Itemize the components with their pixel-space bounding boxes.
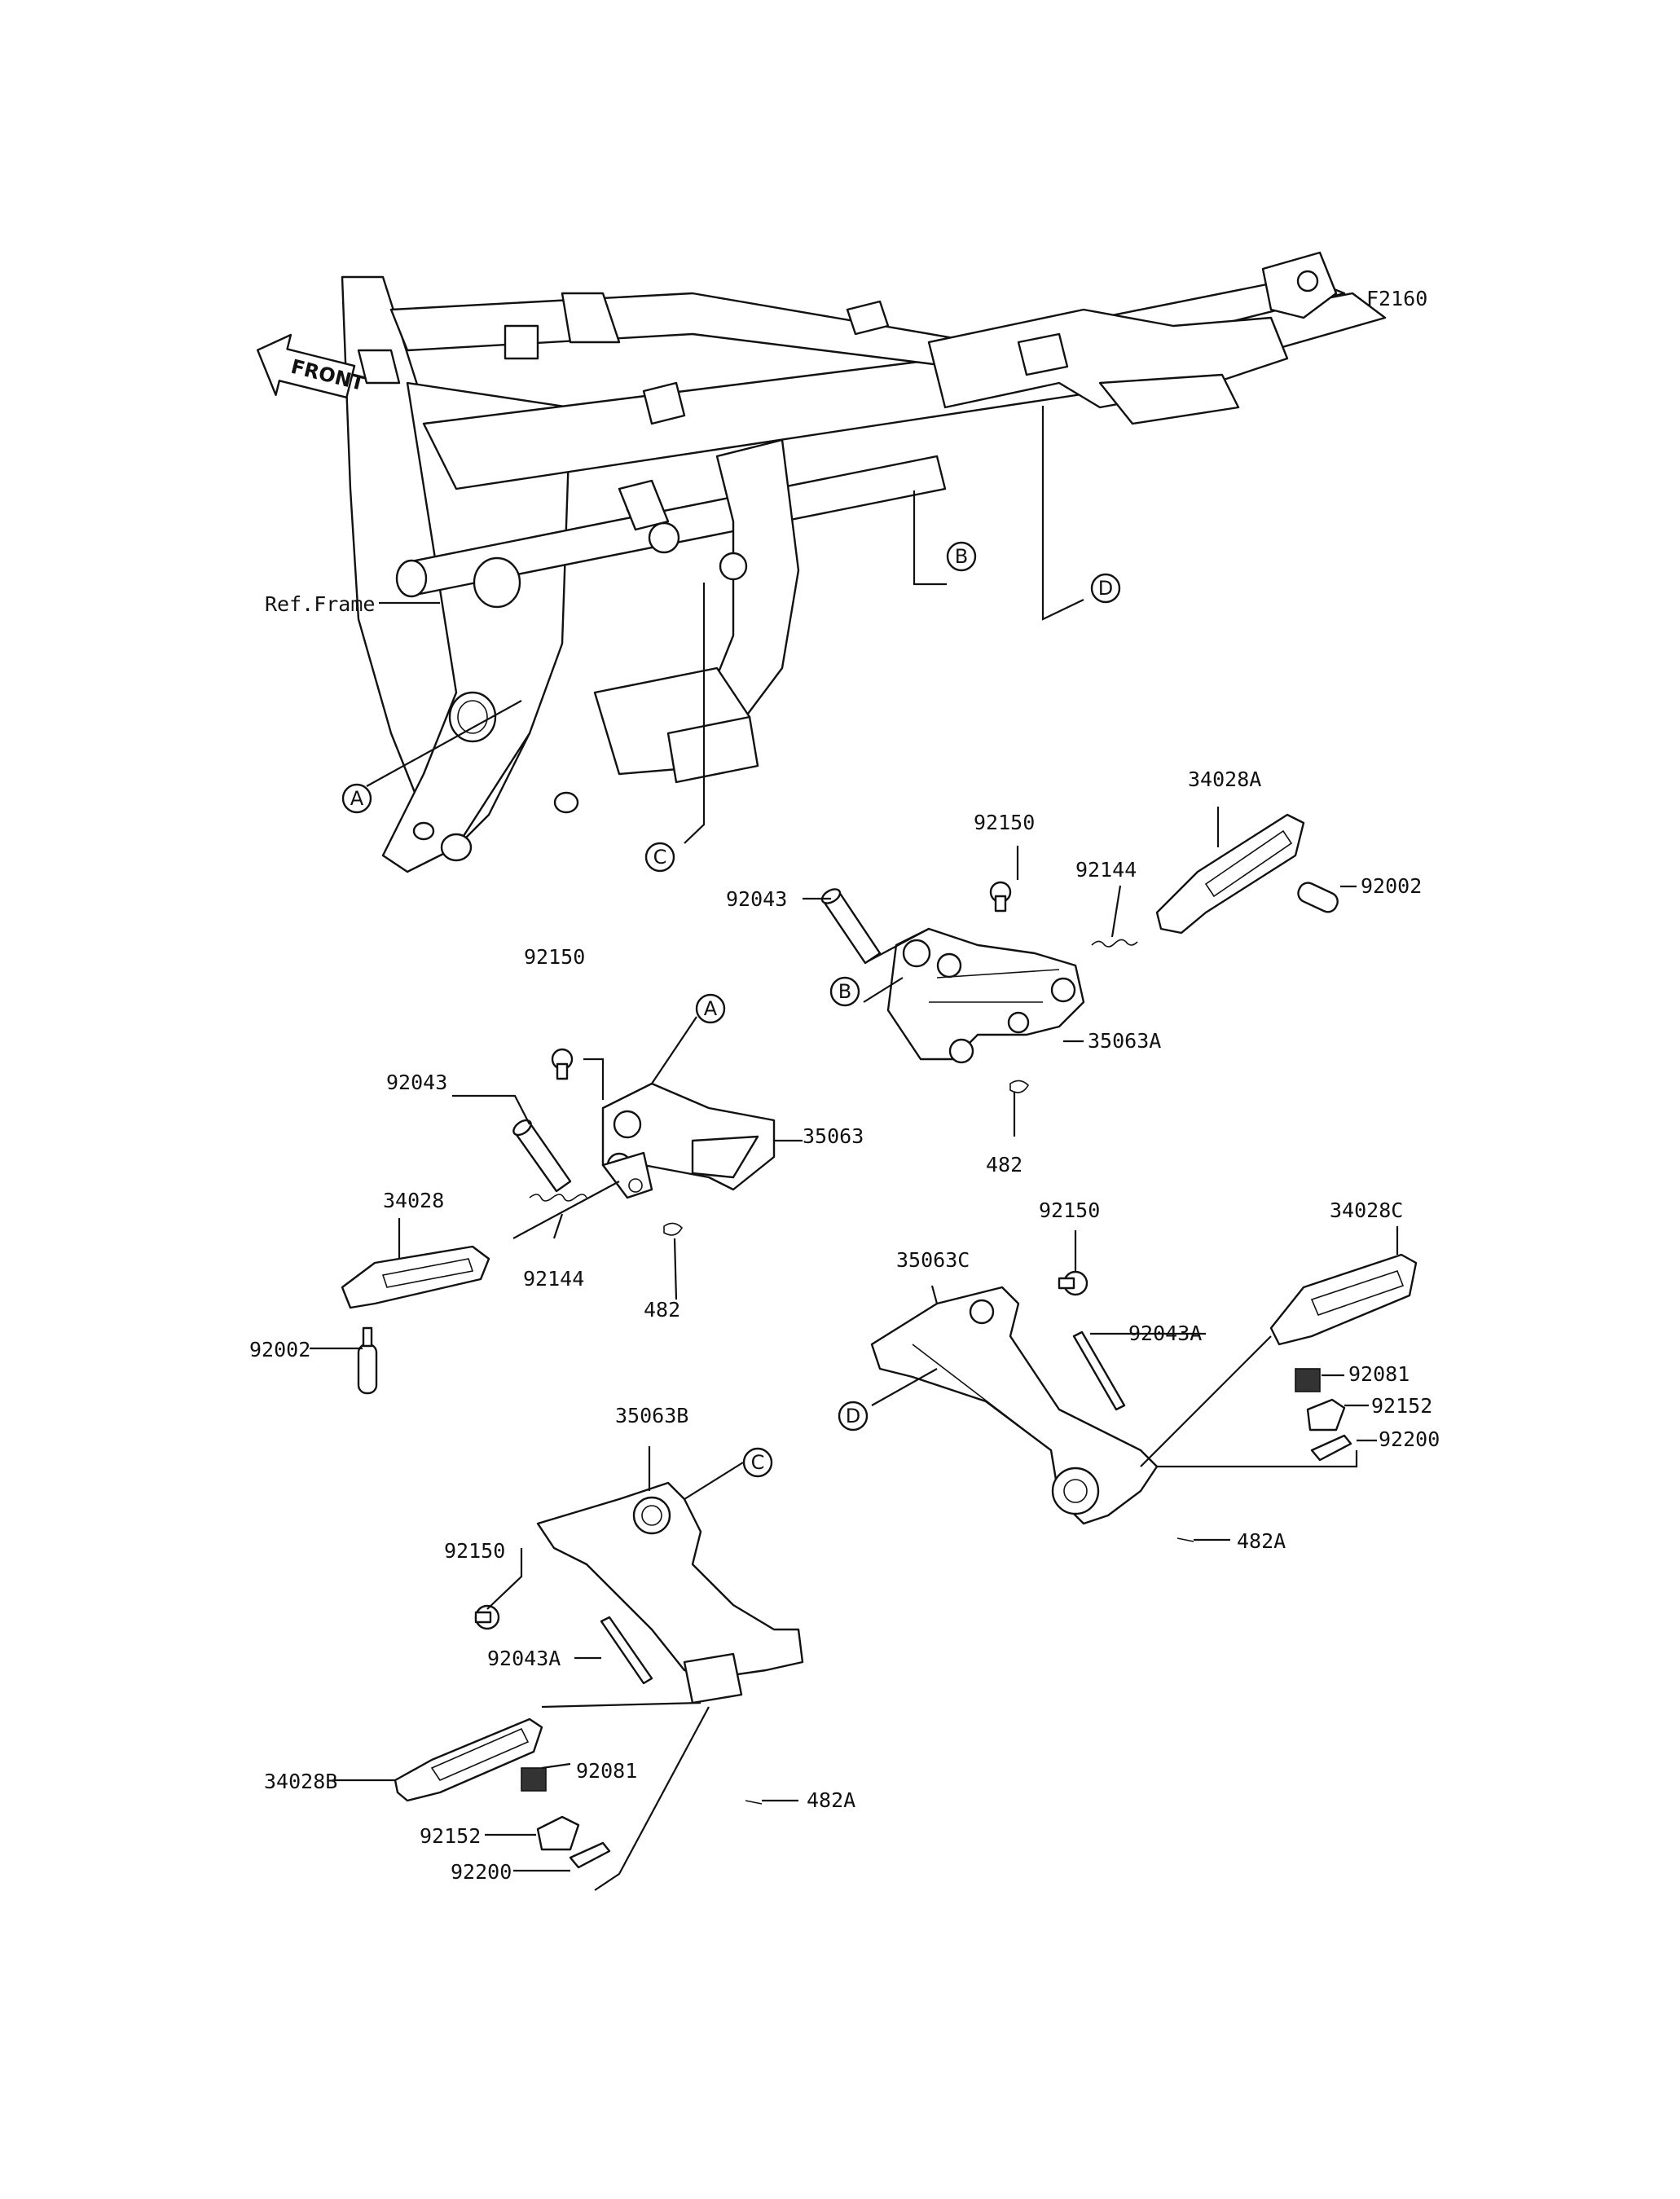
label-rider-left-pin: 92043 <box>386 1071 447 1094</box>
label-passenger-right-pin: 92043A <box>1128 1322 1202 1345</box>
rider-left-footpeg-assembly <box>310 1048 803 1395</box>
svg-text:A: A <box>704 997 718 1020</box>
figure-code: F2160 <box>1366 287 1427 310</box>
callout-d-frame-leader <box>1041 406 1084 621</box>
label-rider-left-spring: 92144 <box>523 1267 584 1291</box>
label-passenger-right-footpeg: 34028C <box>1330 1198 1403 1222</box>
callout-a-frame: A <box>341 783 372 814</box>
svg-text:C: C <box>653 846 667 869</box>
label-rider-left-clip: 482 <box>644 1298 680 1322</box>
callout-a-part: A <box>695 993 726 1024</box>
label-rider-left-bracket: 35063 <box>803 1124 864 1148</box>
callout-a-part-leader <box>651 1016 697 1084</box>
label-passenger-right-holder: 92152 <box>1371 1394 1432 1418</box>
label-rider-right-bracket: 35063A <box>1088 1029 1161 1053</box>
svg-text:B: B <box>838 980 851 1003</box>
label-rider-right-footpeg: 34028A <box>1188 767 1261 791</box>
label-rider-left-bolt: 92150 <box>524 945 585 969</box>
callout-d-part-leader <box>871 1368 938 1406</box>
svg-text:A: A <box>350 787 364 810</box>
label-passenger-left-footpeg: 34028B <box>264 1770 337 1793</box>
label-rider-right-pin: 92043 <box>726 887 787 911</box>
svg-text:D: D <box>846 1405 860 1427</box>
svg-text:B: B <box>955 545 968 568</box>
label-passenger-right-spring: 92081 <box>1348 1362 1410 1386</box>
label-passenger-left-clip: 482A <box>807 1788 855 1812</box>
label-rider-right-spring: 92144 <box>1075 858 1137 882</box>
label-rider-right-bolt: 92150 <box>974 811 1035 834</box>
callout-a-frame-leader <box>366 700 522 787</box>
callout-b-part: B <box>829 976 860 1007</box>
callout-b-frame-leader <box>913 490 947 586</box>
callout-c-frame: C <box>644 842 675 873</box>
ref-frame-label: Ref.Frame <box>265 592 375 616</box>
front-direction-arrow: FRONT <box>256 333 367 399</box>
passenger-left-footpeg-assembly <box>334 1446 804 1891</box>
callout-c-frame-leader <box>684 583 706 844</box>
callout-b-part-leader <box>863 977 904 1003</box>
callout-b-frame: B <box>946 541 977 572</box>
label-rider-left-peg-bolt: 92002 <box>249 1338 310 1361</box>
label-passenger-left-pin: 92043A <box>487 1647 561 1670</box>
callout-d-frame: D <box>1090 573 1121 604</box>
callout-d-part: D <box>838 1401 869 1432</box>
label-rider-right-clip: 482 <box>986 1153 1023 1176</box>
label-passenger-left-ball: 92200 <box>451 1860 512 1884</box>
label-passenger-right-clip: 482A <box>1237 1529 1286 1553</box>
label-rider-left-footpeg: 34028 <box>383 1189 444 1212</box>
label-passenger-left-spring: 92081 <box>576 1759 637 1783</box>
label-passenger-left-bolt: 92150 <box>444 1539 505 1563</box>
rider-right-footpeg-assembly <box>803 807 1357 1137</box>
label-passenger-left-bracket: 35063B <box>615 1404 688 1427</box>
label-passenger-right-ball: 92200 <box>1379 1427 1440 1451</box>
frame-drawing <box>341 251 1387 873</box>
svg-text:C: C <box>751 1451 765 1474</box>
label-passenger-left-holder: 92152 <box>420 1824 481 1848</box>
passenger-right-footpeg-assembly <box>870 1226 1418 1542</box>
label-passenger-right-bracket: 35063C <box>896 1248 970 1272</box>
label-rider-right-peg-bolt: 92002 <box>1361 874 1422 898</box>
callout-c-part: C <box>742 1447 773 1478</box>
svg-text:D: D <box>1098 577 1113 600</box>
label-passenger-right-bolt: 92150 <box>1039 1198 1100 1222</box>
